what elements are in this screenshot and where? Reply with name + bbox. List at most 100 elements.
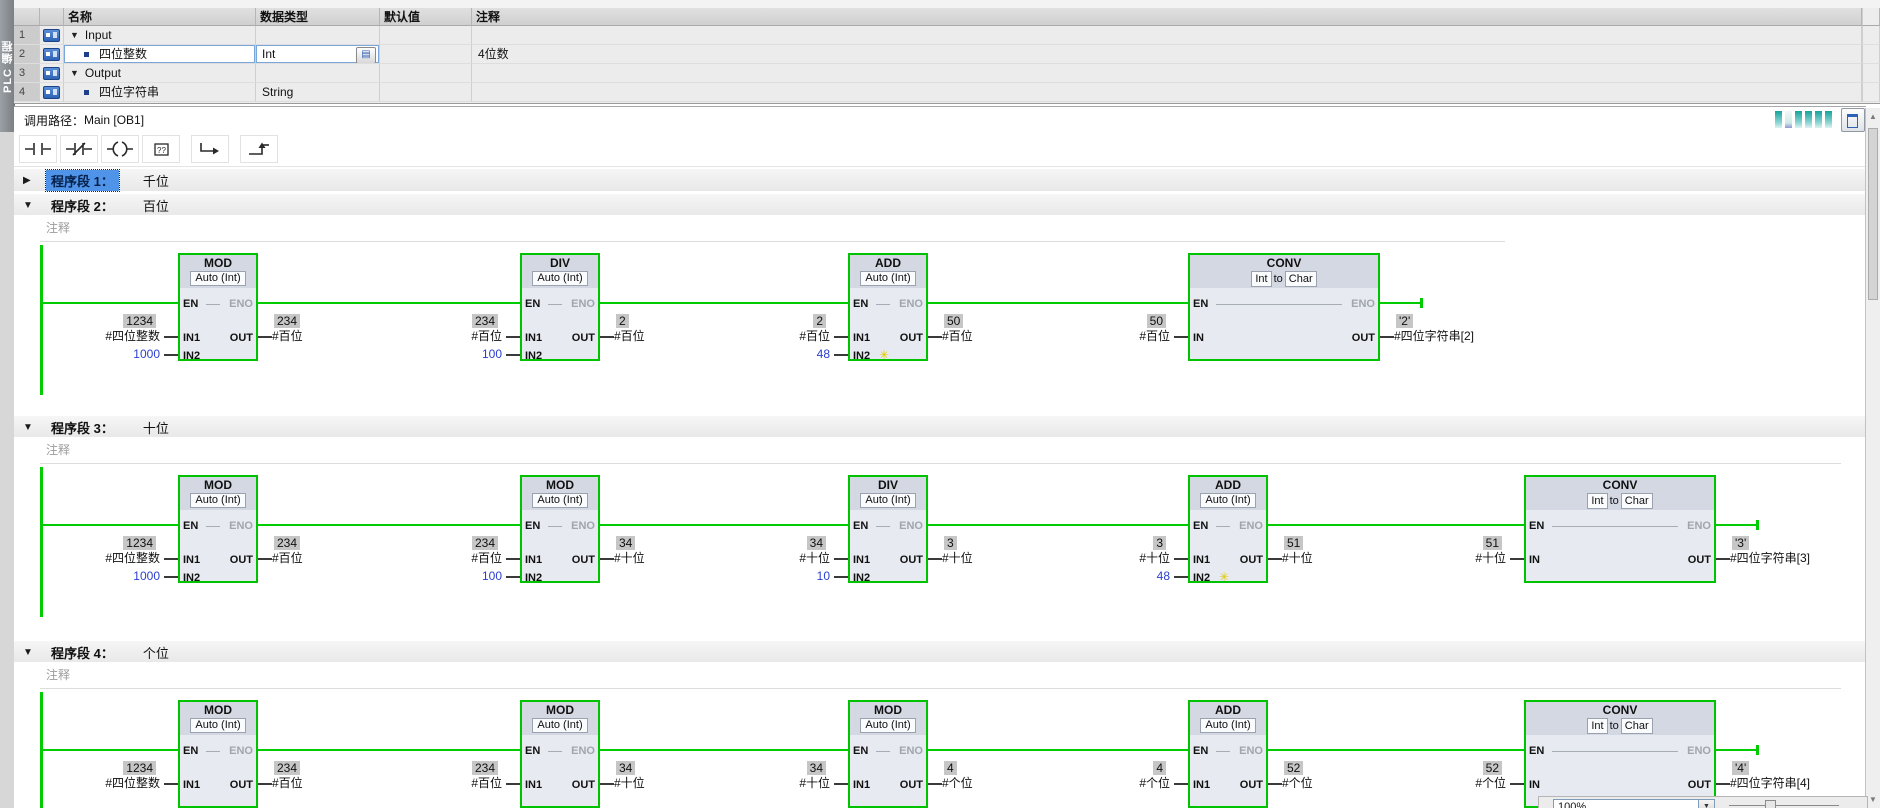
network-label[interactable]: 程序段 1：	[45, 168, 120, 192]
input-operand[interactable]: 234#百位	[302, 761, 502, 791]
network-1-header[interactable]: ▶ 程序段 1： 千位	[14, 168, 1866, 192]
output-operand[interactable]: '2'#四位字符串[2]	[1394, 314, 1654, 344]
input-operand[interactable]: 234#百位	[302, 314, 502, 344]
input-operand[interactable]: 1234#四位整数	[14, 314, 160, 344]
vertical-scrollbar[interactable]: ▲ ▼	[1865, 108, 1880, 808]
output-operand[interactable]: 234#百位	[272, 536, 532, 566]
table-row-var[interactable]: 4 四位字符串 String	[14, 83, 1880, 102]
header-comment[interactable]: 注释	[472, 8, 1862, 26]
comment-cell[interactable]	[472, 64, 1862, 83]
network-label[interactable]: 程序段 2：	[51, 198, 114, 214]
editor-corner-button[interactable]	[1841, 108, 1865, 132]
network-title[interactable]: 千位	[142, 173, 169, 189]
zoom-slider[interactable]	[1729, 800, 1839, 808]
input-operand[interactable]: 3#十位	[970, 536, 1170, 566]
header-name[interactable]: 名称	[64, 8, 256, 26]
table-row-output[interactable]: 3 ▼Output	[14, 64, 1880, 83]
output-operand[interactable]: 34#十位	[614, 536, 874, 566]
insert-input-star-icon[interactable]: ✳	[1219, 570, 1230, 584]
table-row-input[interactable]: 1 ▼Input	[14, 26, 1880, 45]
side-tab-plc-programming[interactable]: PLC 编程	[0, 0, 15, 808]
default-value-cell[interactable]	[380, 26, 472, 45]
network-comment[interactable]: 注释	[46, 443, 71, 457]
output-operand[interactable]: 234#百位	[272, 761, 532, 791]
network-label[interactable]: 程序段 3：	[51, 420, 114, 436]
output-operand[interactable]: 3#十位	[942, 536, 1202, 566]
constant-operand[interactable]: 48	[816, 347, 830, 361]
constant-operand[interactable]: 1000	[133, 347, 160, 361]
constant-operand[interactable]: 1000	[133, 569, 160, 583]
output-operand[interactable]: '4'#四位字符串[4]	[1730, 761, 1866, 791]
scroll-down-icon[interactable]: ▼	[1869, 795, 1877, 804]
name-cell[interactable]: ▼Input	[64, 26, 256, 45]
name-cell[interactable]: 四位字符串	[64, 83, 256, 102]
data-type-cell[interactable]	[256, 26, 380, 45]
scrollbar-thumb[interactable]	[1868, 128, 1878, 300]
output-operand[interactable]: 52#个位	[1282, 761, 1542, 791]
output-operand[interactable]: 4#个位	[942, 761, 1202, 791]
input-operand[interactable]: 50#百位	[970, 314, 1170, 344]
network-label[interactable]: 程序段 4：	[51, 645, 114, 661]
input-operand[interactable]: 4#个位	[970, 761, 1170, 791]
output-operand[interactable]: 50#百位	[942, 314, 1202, 344]
input-operand[interactable]: 34#十位	[630, 761, 830, 791]
data-type-cell[interactable]: Int▤	[256, 45, 380, 64]
header-default-value[interactable]: 默认值	[380, 8, 472, 26]
header-data-type[interactable]: 数据类型	[256, 8, 380, 26]
insert-input-star-icon[interactable]: ✳	[879, 348, 890, 362]
constant-operand[interactable]: 10	[816, 569, 830, 583]
network-3-header[interactable]: ▼ 程序段 3： 十位	[14, 415, 1866, 438]
default-value-cell[interactable]	[380, 64, 472, 83]
collapse-triangle-icon[interactable]: ▼	[23, 646, 33, 658]
empty-box-icon[interactable]: ??	[142, 135, 180, 163]
comment-cell[interactable]	[472, 83, 1862, 102]
default-value-cell[interactable]	[380, 45, 472, 64]
expand-triangle-icon[interactable]: ▼	[70, 29, 79, 40]
network-title[interactable]: 百位	[142, 198, 169, 214]
data-type-cell[interactable]	[256, 64, 380, 83]
constant-operand[interactable]: 100	[481, 347, 502, 361]
zoom-slider-thumb[interactable]	[1765, 800, 1776, 808]
output-operand[interactable]: 2#百位	[614, 314, 874, 344]
open-branch-icon[interactable]	[191, 135, 229, 163]
output-operand[interactable]: 234#百位	[272, 314, 532, 344]
network-title[interactable]: 个位	[142, 645, 169, 661]
zoom-dropdown-icon[interactable]: ▼	[1698, 800, 1714, 808]
input-operand[interactable]: 52#个位	[1306, 761, 1506, 791]
network-title[interactable]: 十位	[142, 420, 169, 436]
output-operand[interactable]: '3'#四位字符串[3]	[1730, 536, 1866, 566]
expand-triangle-icon[interactable]: ▼	[70, 67, 79, 78]
input-operand[interactable]: 1234#四位整数	[14, 536, 160, 566]
output-operand[interactable]: 34#十位	[614, 761, 874, 791]
zoom-select[interactable]: 100% ▼	[1553, 799, 1715, 808]
input-operand[interactable]: 34#十位	[630, 536, 830, 566]
default-value-cell[interactable]	[380, 83, 472, 102]
collapse-triangle-icon[interactable]: ▼	[23, 421, 33, 433]
name-cell[interactable]: ▼Output	[64, 64, 256, 83]
input-operand[interactable]: 234#百位	[302, 536, 502, 566]
name-cell[interactable]: 四位整数	[64, 45, 256, 64]
table-scroll-strip[interactable]	[1862, 8, 1880, 26]
output-operand[interactable]: 51#十位	[1282, 536, 1542, 566]
data-type-dropdown-button[interactable]: ▤	[356, 47, 376, 63]
input-operand[interactable]: 1234#四位整数	[14, 761, 160, 791]
input-operand[interactable]: 2#百位	[630, 314, 830, 344]
network-2-header[interactable]: ▼ 程序段 2： 百位	[14, 193, 1866, 216]
scroll-up-icon[interactable]: ▲	[1869, 112, 1877, 121]
network-comment[interactable]: 注释	[46, 221, 71, 235]
constant-operand[interactable]: 48	[1156, 569, 1170, 583]
collapse-triangle-icon[interactable]: ▶	[23, 174, 31, 186]
constant-operand[interactable]: 100	[481, 569, 502, 583]
comment-cell[interactable]	[472, 26, 1862, 45]
